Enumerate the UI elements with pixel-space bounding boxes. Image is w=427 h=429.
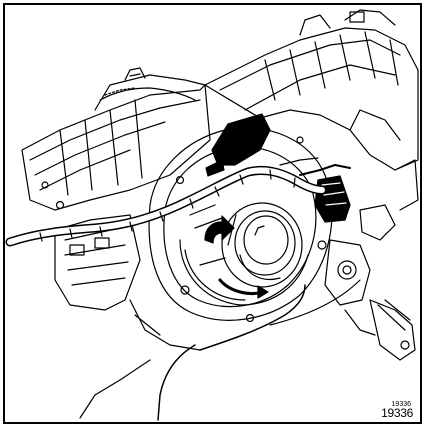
- right-assembly: [324, 159, 419, 361]
- figure-border: [3, 3, 422, 424]
- left-housing: [21, 67, 211, 211]
- reference-number: 19336: [381, 406, 413, 420]
- blower-motor: [221, 202, 303, 288]
- fasteners: [41, 136, 327, 323]
- wiring-harness: [5, 157, 361, 421]
- heater-housing: [204, 9, 419, 171]
- rotation-arrow: [204, 215, 269, 299]
- lower-housing: [54, 214, 201, 351]
- reference-number-small: 19336: [391, 401, 411, 408]
